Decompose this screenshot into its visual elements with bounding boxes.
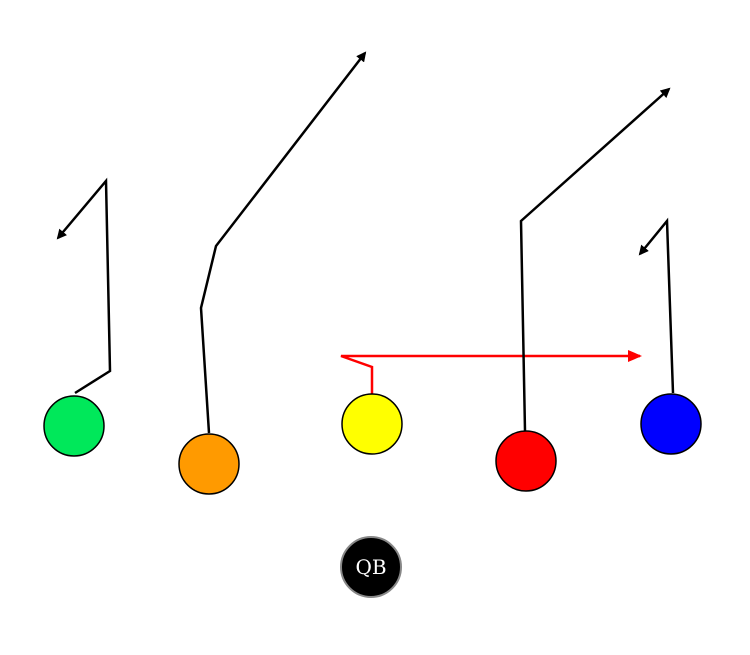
player-red (495, 430, 557, 492)
route-red (519, 87, 671, 432)
player-yellow (341, 393, 403, 455)
player-green (43, 395, 105, 457)
route-orange (199, 51, 367, 434)
qb-label: QB (355, 555, 386, 579)
route-green (56, 177, 112, 395)
route-yellow (340, 350, 642, 394)
quarterback: QB (340, 536, 402, 598)
route-blue (638, 217, 675, 394)
qb-circle (340, 536, 402, 598)
player-blue (640, 393, 702, 455)
player-orange (178, 433, 240, 495)
